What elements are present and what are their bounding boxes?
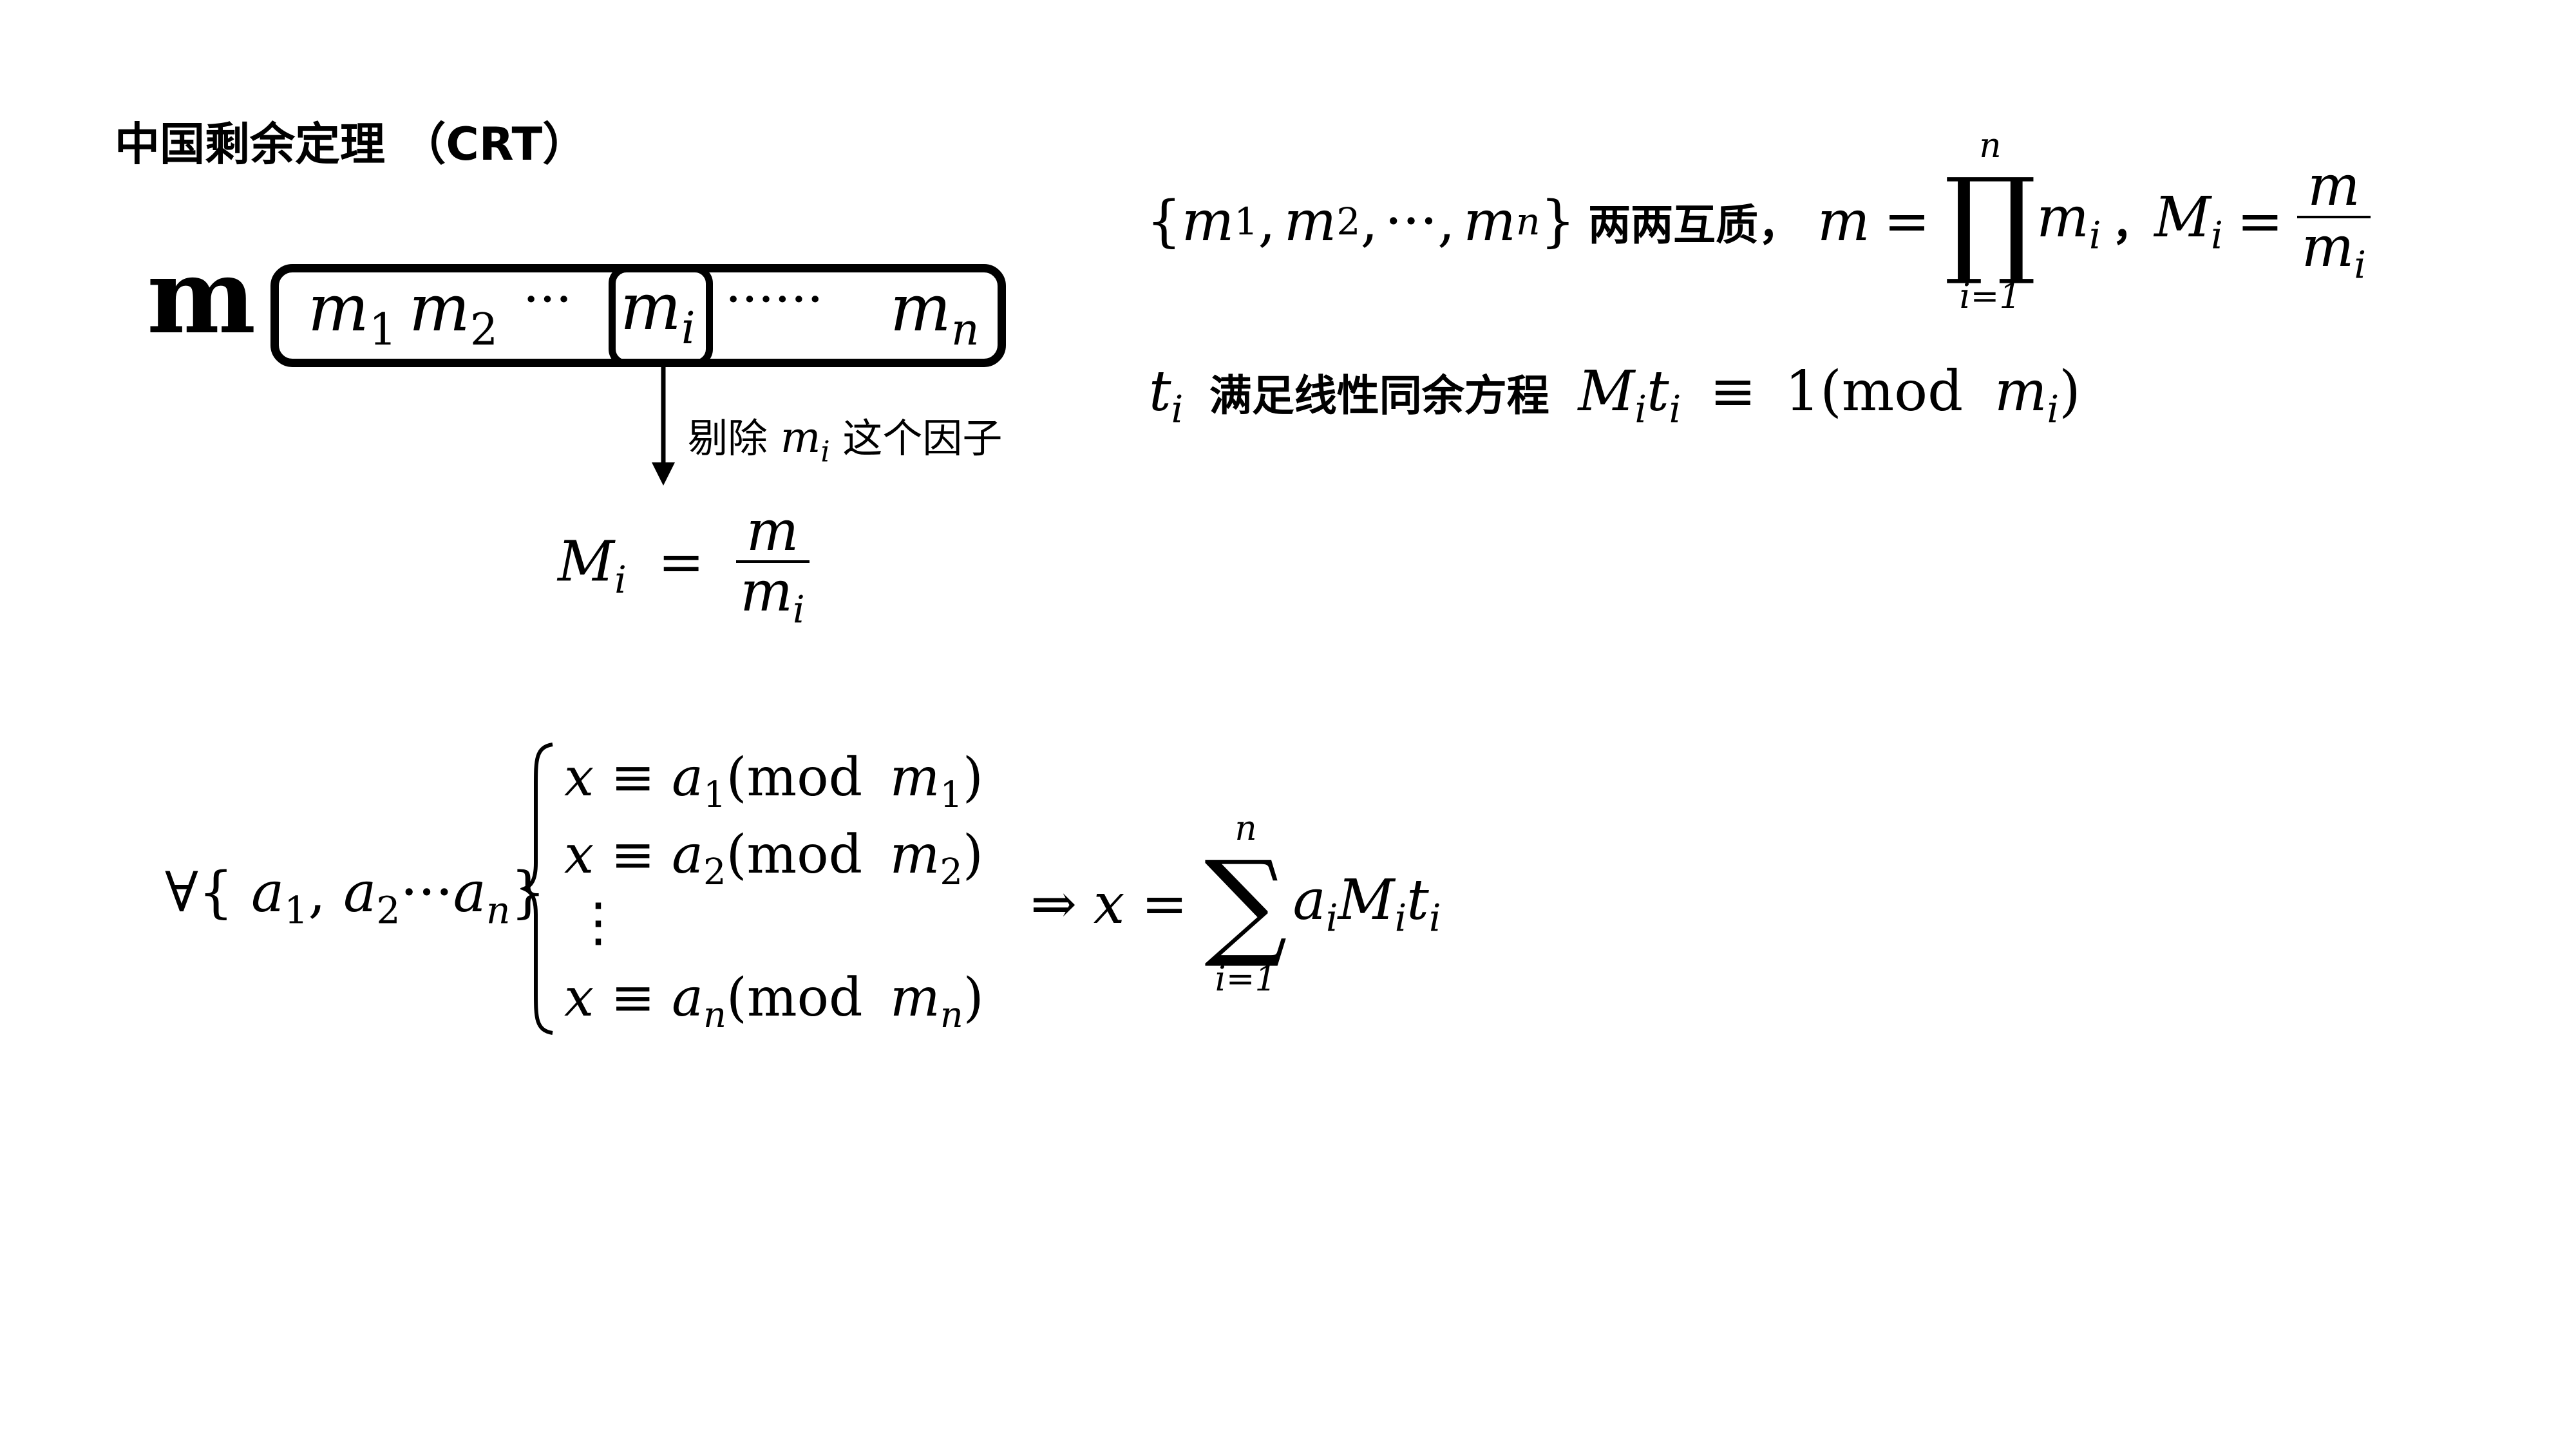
solution-formula: ⇒ x = n ∑ i=1 aiMiti <box>1030 808 1441 999</box>
sum-operator: n ∑ i=1 <box>1204 808 1287 999</box>
ti-statement: ti 满足线性同余方程 Miti ≡ 1(mod mi) <box>1149 359 2081 431</box>
moduli-dots-long: ······ <box>725 269 824 329</box>
modulus-m1: m1 <box>308 270 397 355</box>
congruence-vdots: ⋮ <box>572 892 625 953</box>
modulus-mi: mi <box>620 269 696 354</box>
congruence-row-n: x ≡ an(mod mn) <box>564 967 984 1036</box>
page-title: 中国剩余定理 （CRT） <box>115 118 588 171</box>
congruence-row-2: x ≡ a2(mod m2) <box>564 824 983 893</box>
arrow-label: 剔除 mi 这个因子 <box>688 413 1003 469</box>
arrow-down-icon <box>652 366 675 486</box>
moduli-mi-highlight-box <box>609 265 713 367</box>
moduli-dots-short: ··· <box>523 269 573 329</box>
product-operator: n ∏ i=1 <box>1944 126 2037 316</box>
Mi-definition: Mi = m mi <box>558 502 810 630</box>
modulus-m-label: m <box>147 236 256 357</box>
system-left-brace <box>520 743 553 1035</box>
modulus-mn: mn <box>890 270 980 355</box>
congruence-row-1: x ≡ a1(mod m1) <box>564 747 983 816</box>
modulus-m2: m2 <box>409 270 498 355</box>
forall-set: ∀{ a1, a2···an} <box>165 860 546 933</box>
